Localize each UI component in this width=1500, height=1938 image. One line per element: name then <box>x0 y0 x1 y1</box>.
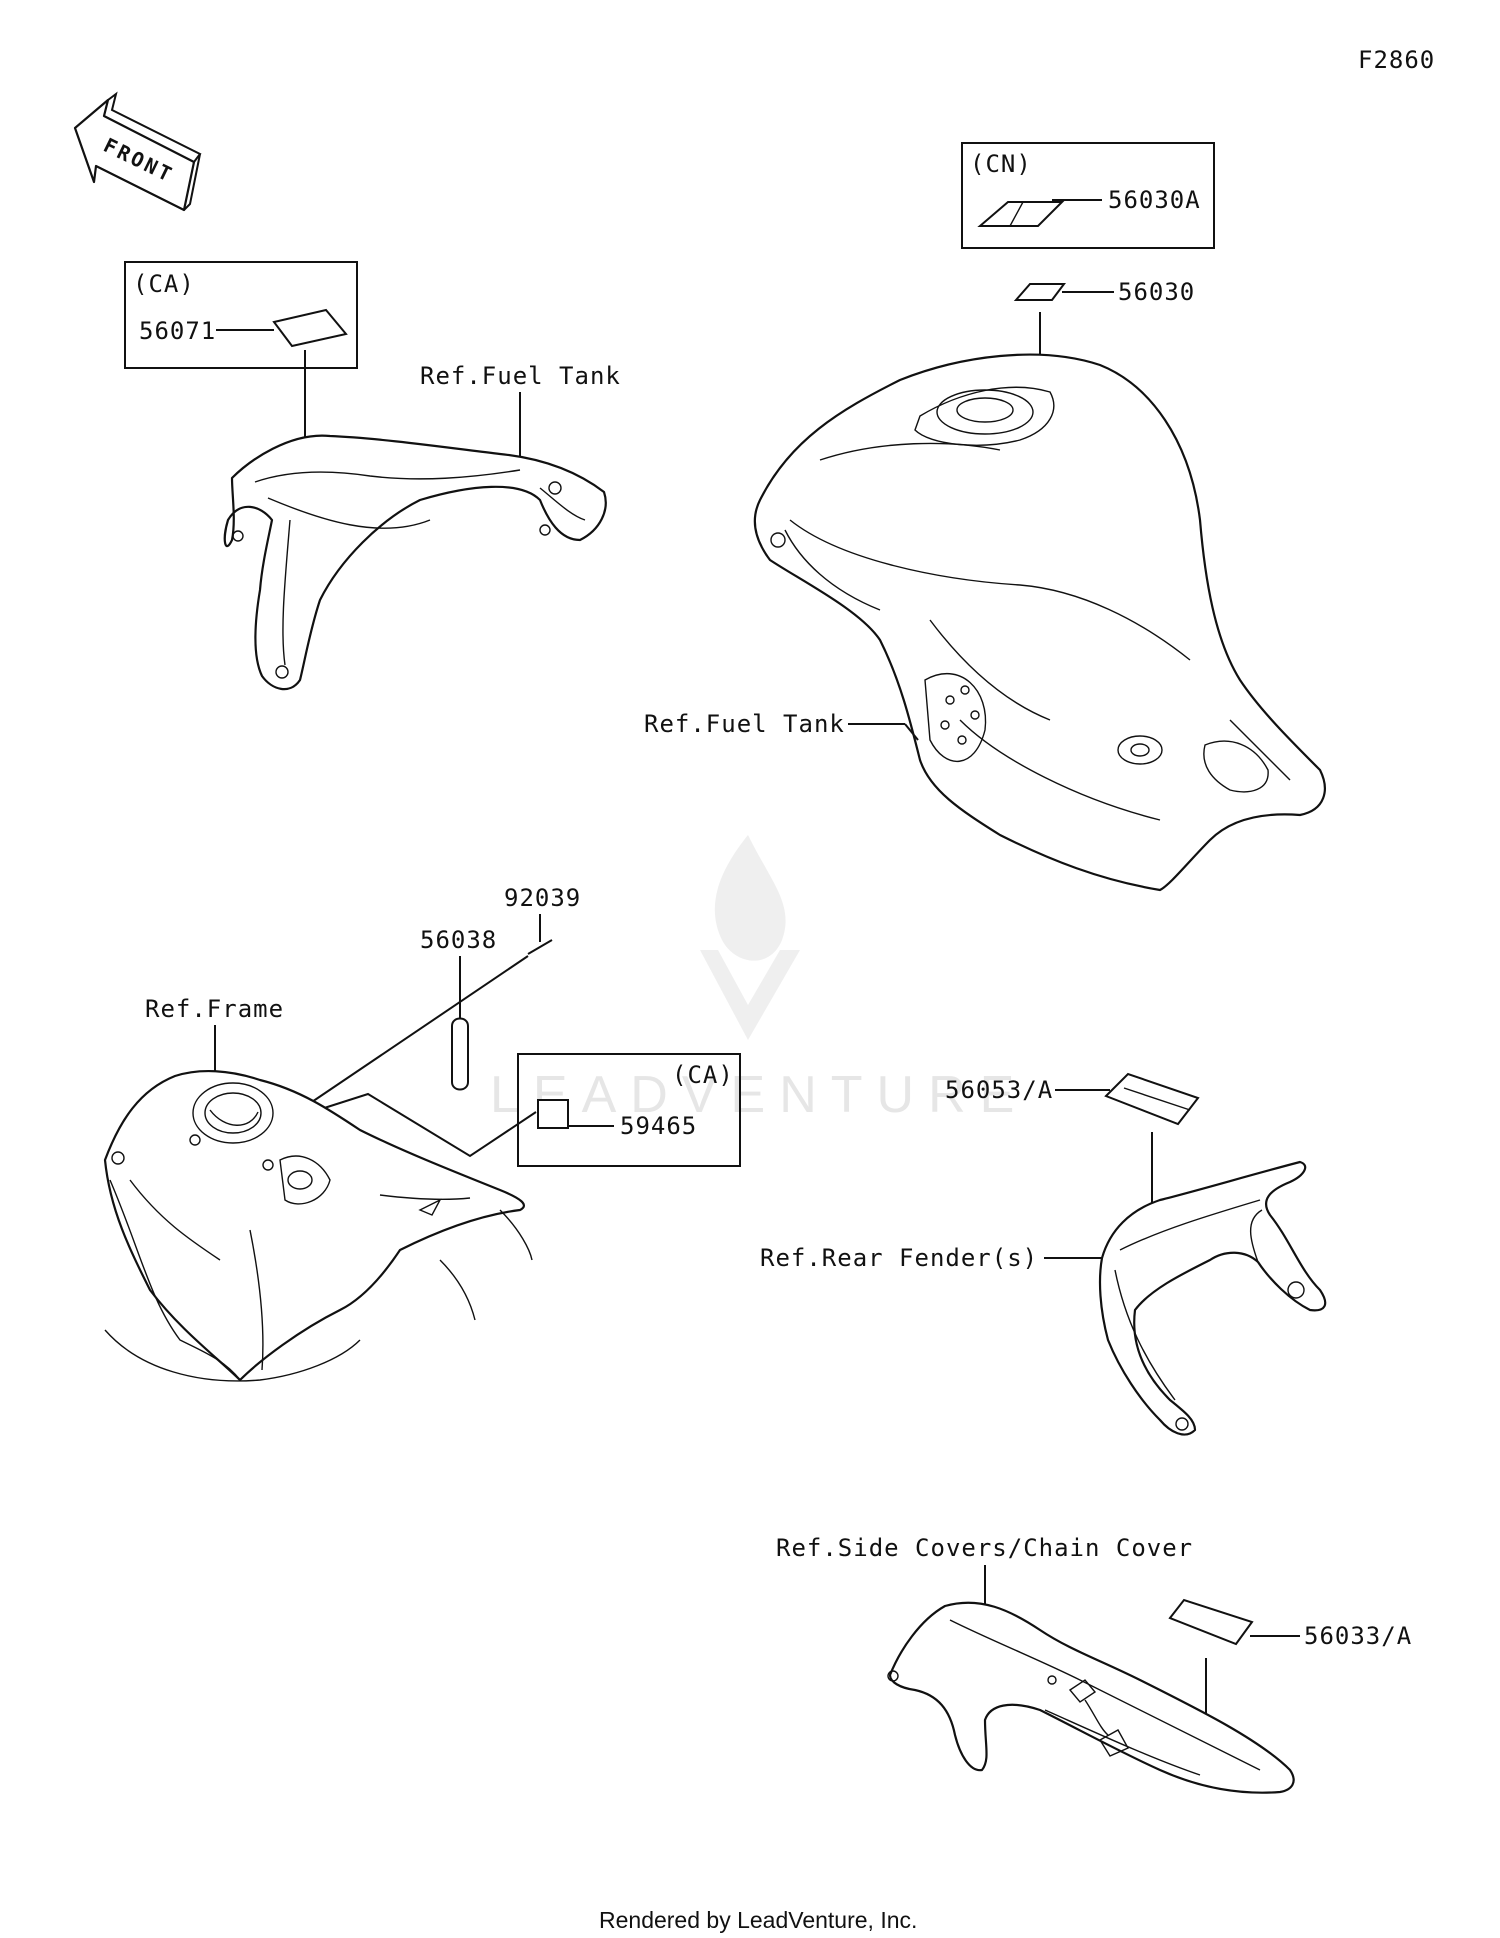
ref-rear-fender: Ref.Rear Fender(s) <box>760 1244 1038 1272</box>
frame-part <box>103 1069 533 1382</box>
ca-label-mid: (CA) <box>672 1061 734 1089</box>
decal-56033a <box>1168 1598 1254 1646</box>
part-56033a-label[interactable]: 56033/A <box>1304 1622 1412 1650</box>
decal-56053a <box>1104 1072 1200 1126</box>
ref-fuel-tank-upper: Ref.Fuel Tank <box>420 362 621 390</box>
part-92039-label[interactable]: 92039 <box>504 884 581 912</box>
part-59465-label[interactable]: 59465 <box>620 1112 697 1140</box>
ca-box-mid <box>517 1053 741 1167</box>
cn-label: (CN) <box>970 150 1032 178</box>
chain-cover-part <box>887 1601 1295 1794</box>
part-56030a-label[interactable]: 56030A <box>1108 186 1201 214</box>
part-56030-label[interactable]: 56030 <box>1118 278 1195 306</box>
decal-56038 <box>451 1017 469 1091</box>
ref-frame: Ref.Frame <box>145 995 284 1023</box>
footer-credit: Rendered by LeadVenture, Inc. <box>599 1907 917 1933</box>
watermark-flame-logo-icon <box>700 835 800 1040</box>
part-56038-label[interactable]: 56038 <box>420 926 497 954</box>
rear-fender-part <box>1098 1160 1327 1436</box>
watermark-text: LEADVENTURE <box>490 1066 1028 1124</box>
part-56071-label[interactable]: 56071 <box>139 317 216 345</box>
ref-side-covers: Ref.Side Covers/Chain Cover <box>776 1534 1193 1562</box>
decal-56030a <box>977 201 1065 227</box>
decal-59465 <box>537 1099 569 1129</box>
cn-box <box>961 142 1215 249</box>
ca-label-top: (CA) <box>133 270 195 298</box>
tank-cover-part <box>223 434 607 691</box>
fuel-tank-part <box>753 353 1326 892</box>
front-arrow-icon: FRONT <box>73 91 202 212</box>
part-56053a-label[interactable]: 56053/A <box>945 1076 1053 1104</box>
decal-56030 <box>1013 283 1066 301</box>
ca-box-top <box>124 261 358 369</box>
rivet-92039 <box>527 939 553 955</box>
decal-56071 <box>272 308 348 348</box>
figure-code: F2860 <box>1358 46 1435 74</box>
ref-fuel-tank-main: Ref.Fuel Tank <box>644 710 845 738</box>
